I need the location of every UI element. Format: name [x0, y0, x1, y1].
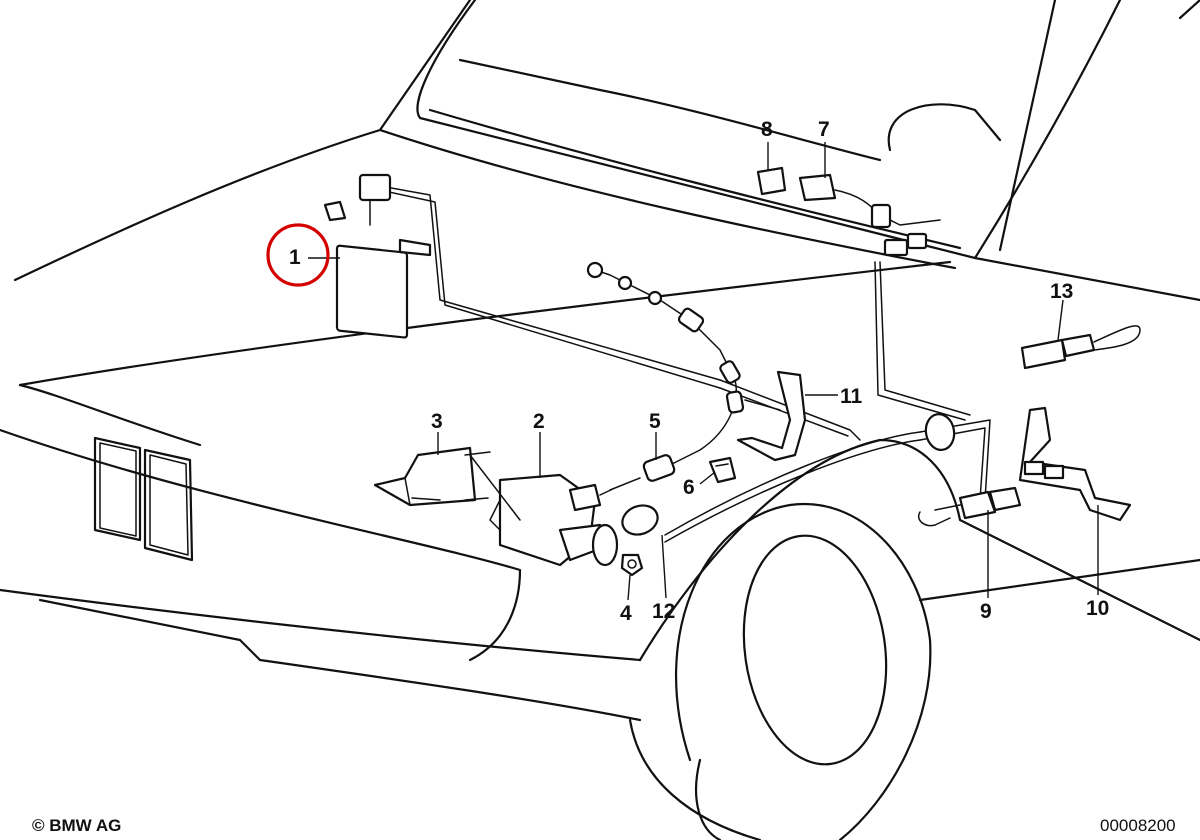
part-10-bracket [1018, 406, 1132, 522]
part-4-nut [620, 553, 644, 577]
part-3-bracket [373, 446, 521, 521]
leader-lines [308, 142, 1099, 601]
callout-labels: 1 2 3 4 5 6 7 8 9 10 11 12 13 [289, 118, 1109, 625]
callout-5[interactable]: 5 [649, 410, 661, 433]
callout-4[interactable]: 4 [620, 602, 632, 625]
part-6-clip [708, 456, 737, 484]
callout-2[interactable]: 2 [533, 410, 545, 433]
highlight-circle-part-1 [266, 223, 330, 287]
part-8-connector [756, 166, 787, 196]
drawing-number: 00008200 [1100, 816, 1176, 835]
part-9-switch [918, 486, 1022, 527]
callout-1[interactable]: 1 [289, 246, 301, 269]
callout-6[interactable]: 6 [683, 476, 695, 499]
callout-13[interactable]: 13 [1050, 280, 1073, 303]
part-5-cable [586, 261, 745, 496]
part-2-actuator [489, 473, 619, 567]
callout-10[interactable]: 10 [1086, 597, 1109, 620]
callout-12[interactable]: 12 [652, 600, 675, 623]
part-11-bracket [736, 370, 807, 462]
callout-9[interactable]: 9 [980, 600, 992, 623]
part-1-control-unit [323, 173, 432, 339]
wiring-harness [374, 184, 991, 543]
part-7-connector [798, 173, 941, 257]
callout-11[interactable]: 11 [840, 385, 863, 408]
callout-8[interactable]: 8 [761, 118, 773, 141]
part-12-grommet [621, 413, 956, 536]
callout-3[interactable]: 3 [431, 410, 443, 433]
copyright-text: © BMW AG [32, 816, 121, 835]
part-13-connector [1020, 325, 1141, 370]
callout-7[interactable]: 7 [818, 118, 830, 141]
